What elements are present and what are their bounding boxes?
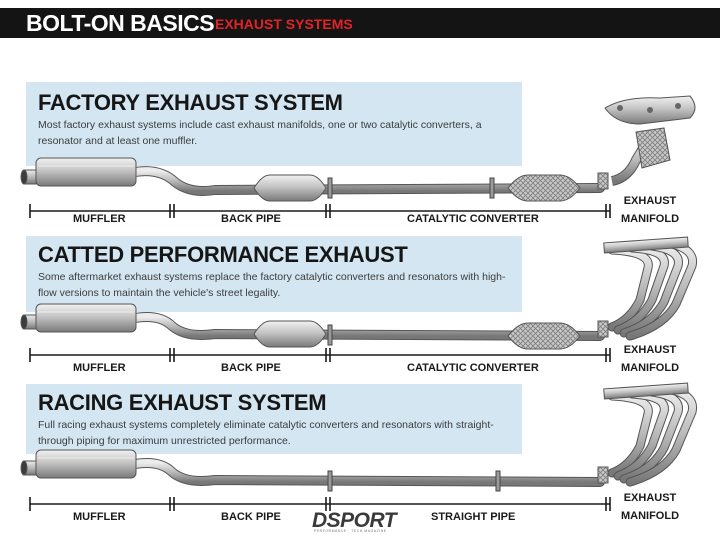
- catted-exhaust-drawing: [20, 236, 698, 362]
- label-manifold-line2: MANIFOLD: [620, 213, 680, 225]
- label-muffler: MUFFLER: [70, 511, 129, 523]
- label-catalytic-converter: CATALYTIC CONVERTER: [404, 362, 542, 374]
- header-bar: BOLT-ON BASICS EXHAUST SYSTEMS: [0, 8, 720, 38]
- section-description: Full racing exhaust systems completely e…: [38, 419, 494, 447]
- section-title: CATTED PERFORMANCE EXHAUST: [38, 242, 408, 267]
- label-back-pipe: BACK PIPE: [218, 213, 284, 225]
- label-exhaust-line1: EXHAUST: [623, 344, 677, 356]
- label-back-pipe: BACK PIPE: [218, 511, 284, 523]
- section-description: Most factory exhaust systems include cas…: [38, 119, 482, 147]
- section-description: Some aftermarket exhaust systems replace…: [38, 271, 506, 299]
- label-back-pipe: BACK PIPE: [218, 362, 284, 374]
- label-exhaust-manifold: EXHAUST MANIFOLD: [617, 489, 683, 525]
- factory-exhaust-drawing: [20, 95, 696, 218]
- label-manifold-line2: MANIFOLD: [620, 362, 680, 374]
- label-exhaust-manifold: EXHAUST MANIFOLD: [617, 192, 683, 228]
- label-exhaust-manifold: EXHAUST MANIFOLD: [617, 341, 683, 377]
- section-racing-panel: RACING EXHAUST SYSTEM Full racing exhaus…: [26, 384, 522, 454]
- label-exhaust-line1: EXHAUST: [623, 492, 677, 504]
- logo-text: DSPORT: [312, 509, 397, 532]
- section-title: FACTORY EXHAUST SYSTEM: [38, 90, 343, 115]
- label-manifold-line2: MANIFOLD: [620, 510, 680, 522]
- section-title: RACING EXHAUST SYSTEM: [38, 390, 327, 415]
- header-title: BOLT-ON BASICS: [26, 10, 215, 36]
- section-factory-panel: FACTORY EXHAUST SYSTEM Most factory exha…: [26, 82, 522, 166]
- label-exhaust-line1: EXHAUST: [623, 195, 677, 207]
- label-muffler: MUFFLER: [70, 362, 129, 374]
- section-catted-panel: CATTED PERFORMANCE EXHAUST Some aftermar…: [26, 236, 522, 312]
- label-muffler: MUFFLER: [70, 213, 129, 225]
- racing-exhaust-drawing: [20, 382, 698, 511]
- label-straight-pipe: STRAIGHT PIPE: [428, 511, 519, 523]
- logo-tagline: PERFORMANCE · TECH MAGAZINE: [314, 529, 387, 533]
- dsport-logo: DSPORT PERFORMANCE · TECH MAGAZINE: [312, 509, 410, 535]
- label-catalytic-converter: CATALYTIC CONVERTER: [404, 213, 542, 225]
- header-subtitle: EXHAUST SYSTEMS: [215, 16, 353, 32]
